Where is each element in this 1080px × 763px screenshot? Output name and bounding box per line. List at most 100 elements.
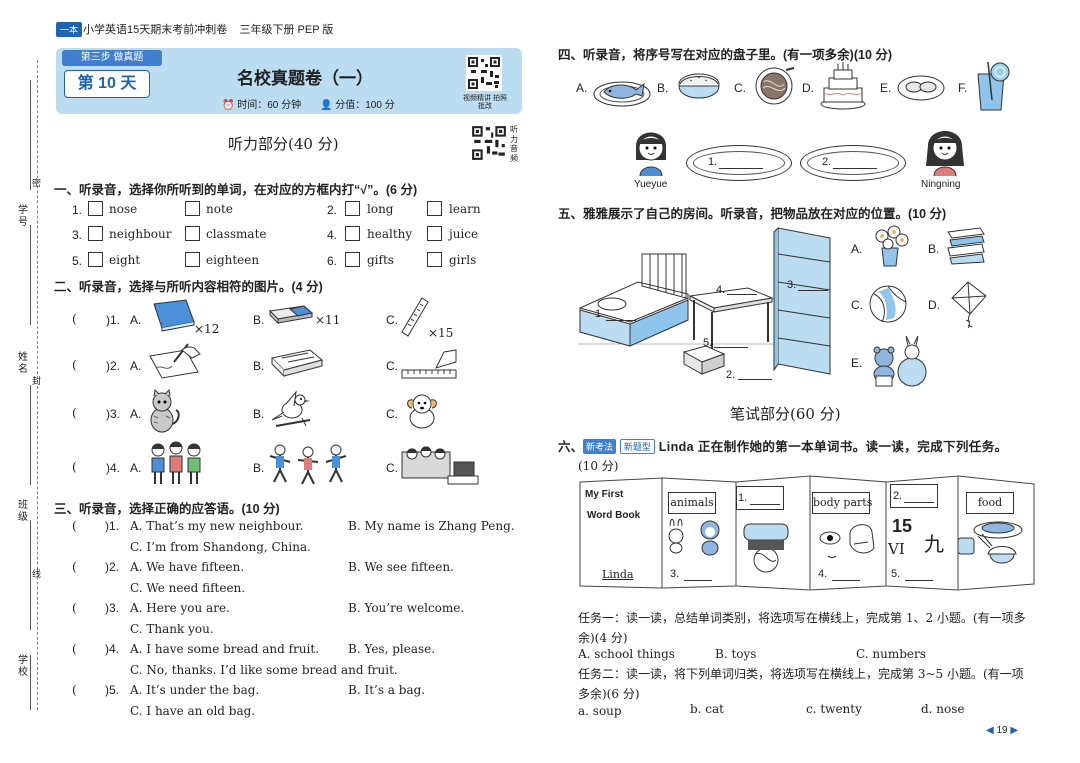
girl-yueyue-avatar bbox=[636, 132, 666, 177]
answer-blank[interactable] bbox=[719, 168, 763, 169]
label-class: 班级 bbox=[18, 500, 28, 523]
word-option: nose bbox=[109, 202, 138, 216]
word-option: gifts bbox=[367, 253, 394, 267]
answer-blank[interactable] bbox=[714, 347, 748, 348]
option-letter: C. bbox=[851, 298, 863, 312]
time-label: ⏰ 时间：60 分钟 bbox=[222, 96, 301, 111]
prev-arrow-icon[interactable]: ◀ bbox=[986, 725, 994, 736]
s6-title: Linda 正在制作她的第一本单词书。读一读，完成下列任务。 bbox=[658, 440, 1008, 454]
task-1-option: A. school things bbox=[578, 647, 675, 661]
category-blank-1[interactable] bbox=[736, 486, 784, 510]
answer-blank[interactable] bbox=[606, 320, 636, 321]
blank-number: 3. bbox=[670, 568, 680, 580]
word-option: note bbox=[206, 202, 233, 216]
word-option: juice bbox=[449, 227, 479, 241]
checkbox[interactable] bbox=[88, 252, 103, 267]
binding-line bbox=[37, 60, 38, 710]
answer-blank[interactable] bbox=[833, 168, 877, 169]
item-number: )1. bbox=[105, 519, 120, 533]
checkbox[interactable] bbox=[345, 226, 360, 241]
item-number: )4. bbox=[106, 461, 121, 475]
response-option: B. It’s a bag. bbox=[348, 683, 426, 697]
dog-icon bbox=[407, 394, 437, 429]
option-letter: F. bbox=[958, 81, 968, 95]
answer-paren[interactable]: ( bbox=[72, 560, 77, 574]
dumplings-plate-icon bbox=[897, 75, 945, 101]
series-title: 小学英语15天期末考前冲刺卷 三年级下册 PEP 版 bbox=[83, 21, 333, 37]
blank-number: 2. bbox=[893, 490, 903, 502]
option-letter: D. bbox=[802, 81, 814, 95]
toys-icon bbox=[873, 335, 927, 387]
plate-2[interactable] bbox=[800, 145, 906, 181]
item-number: )2. bbox=[106, 359, 121, 373]
answer-blank[interactable] bbox=[750, 504, 780, 505]
option-letter: B. bbox=[253, 407, 265, 421]
item-number: )5. bbox=[105, 683, 120, 697]
checkbox[interactable] bbox=[345, 252, 360, 267]
bird-icon bbox=[271, 390, 311, 427]
option-letter: C. bbox=[386, 359, 398, 373]
brand-logo: 一本 bbox=[56, 22, 83, 37]
number-vi: VI bbox=[888, 540, 905, 558]
response-option: B. We see fifteen. bbox=[348, 560, 454, 574]
answer-blank[interactable] bbox=[798, 290, 828, 291]
task-1-option: C. numbers bbox=[856, 647, 926, 661]
answer-paren[interactable]: ( bbox=[72, 519, 77, 533]
page-number: ◀ 19 ▶ bbox=[986, 725, 1018, 736]
slot-label: 5. bbox=[703, 337, 713, 349]
task-2-instruction: 任务二：读一读，将下列单词归类，将选项写在横线上，完成第 3~5 小题。(有一项… bbox=[578, 667, 1024, 701]
category-body-parts: body parts bbox=[812, 492, 872, 514]
option-letter: B. bbox=[928, 242, 940, 256]
family-tv-icon bbox=[401, 446, 479, 485]
label-name: 姓名 bbox=[18, 352, 28, 375]
ruler-hand-icon bbox=[401, 349, 457, 379]
word-option: long bbox=[367, 202, 394, 216]
checkbox[interactable] bbox=[88, 226, 103, 241]
answer-blank[interactable] bbox=[832, 580, 860, 581]
checkbox[interactable] bbox=[185, 252, 200, 267]
answer-blank[interactable] bbox=[738, 379, 772, 380]
audio-qr-icon[interactable] bbox=[470, 124, 508, 162]
next-arrow-icon[interactable]: ▶ bbox=[1010, 725, 1019, 736]
answer-blank[interactable] bbox=[904, 502, 934, 503]
answer-paren[interactable]: ( bbox=[72, 460, 77, 474]
answer-paren[interactable]: ( bbox=[72, 683, 77, 697]
word-option: neighbour bbox=[109, 227, 172, 241]
response-option: B. You’re welcome. bbox=[348, 601, 465, 615]
slot-label: 3. bbox=[787, 279, 797, 291]
item-number: )4. bbox=[105, 642, 120, 656]
plate-1[interactable] bbox=[686, 145, 792, 181]
answer-paren[interactable]: ( bbox=[72, 406, 77, 420]
writing-title: 笔试部分(60 分) bbox=[730, 405, 841, 423]
answer-blank[interactable] bbox=[905, 580, 933, 581]
checkbox[interactable] bbox=[185, 226, 200, 241]
s1-title: 一、听录音，选择你所听到的单词，在对应的方框内打“√”。(6 分) bbox=[54, 183, 418, 197]
rice-bowl-icon bbox=[678, 73, 720, 99]
blank-number: 1. bbox=[738, 492, 748, 504]
books-stack-icon bbox=[947, 227, 985, 265]
answer-paren[interactable]: ( bbox=[72, 642, 77, 656]
task-1-option: B. toys bbox=[715, 647, 757, 661]
checkbox[interactable] bbox=[345, 201, 360, 216]
checkbox[interactable] bbox=[427, 252, 442, 267]
checkbox[interactable] bbox=[427, 201, 442, 216]
category-blank-2[interactable] bbox=[890, 484, 938, 508]
task-2-option: c. twenty bbox=[806, 702, 862, 716]
option-letter: A. bbox=[130, 461, 142, 475]
slot-label: 4. bbox=[716, 284, 726, 296]
answer-paren[interactable]: ( bbox=[72, 312, 77, 326]
answer-paren[interactable]: ( bbox=[72, 601, 77, 615]
seal-char: 封 bbox=[32, 376, 42, 386]
qr-code-icon[interactable] bbox=[466, 55, 502, 91]
s6-points: (10 分) bbox=[578, 459, 619, 473]
blank-number: 5. bbox=[891, 568, 901, 580]
s2-title: 二、听录音，选择与所听内容相符的图片。(4 分) bbox=[54, 280, 323, 294]
answer-paren[interactable]: ( bbox=[72, 358, 77, 372]
checkbox[interactable] bbox=[185, 201, 200, 216]
quantity-label: ×11 bbox=[315, 313, 341, 327]
checkbox[interactable] bbox=[427, 226, 442, 241]
response-option: C. I have an old bag. bbox=[130, 704, 256, 718]
answer-blank[interactable] bbox=[727, 294, 757, 295]
checkbox[interactable] bbox=[88, 201, 103, 216]
answer-blank[interactable] bbox=[684, 580, 712, 581]
